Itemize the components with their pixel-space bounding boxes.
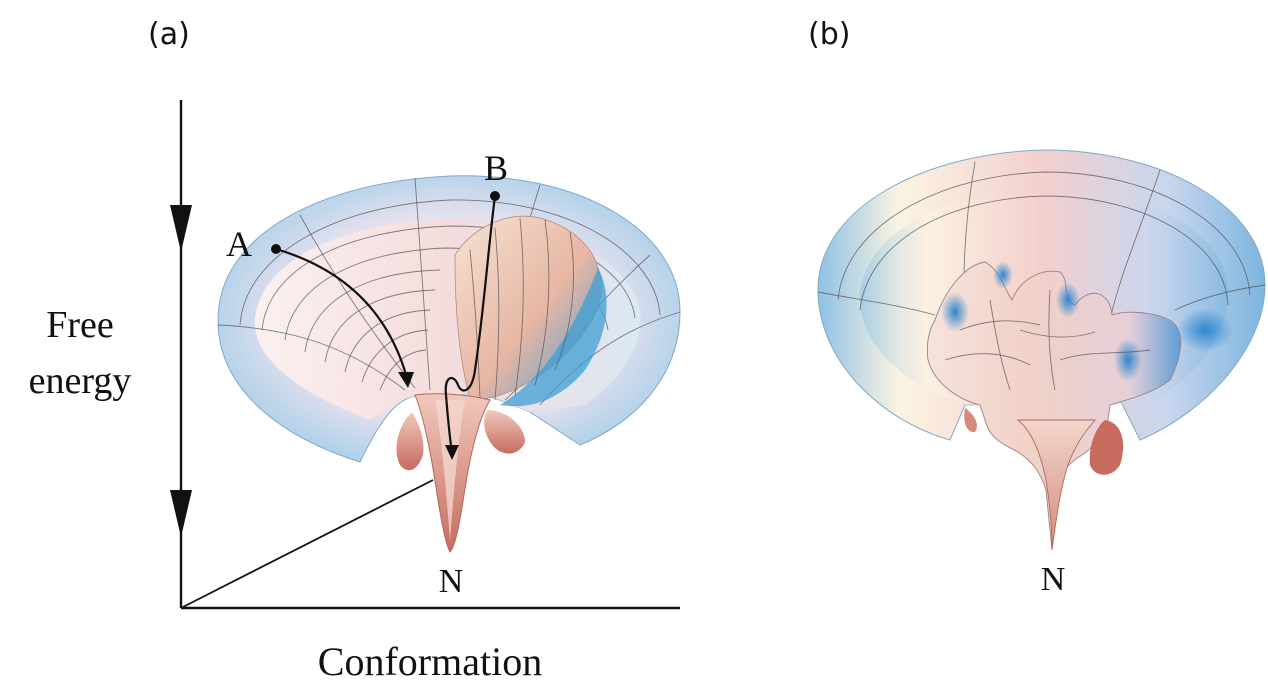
panel-b: (b) [808, 17, 1266, 598]
path-b-arrowhead-icon [445, 445, 459, 460]
point-n-label-a: N [439, 563, 464, 600]
point-a-marker [271, 244, 281, 254]
folding-path-b [444, 195, 497, 453]
funnel-a-left-lobe [396, 412, 424, 471]
y-axis-label-line1: Free [46, 304, 114, 346]
funnel-b-tip [1016, 419, 1096, 551]
point-a-label: A [226, 224, 252, 264]
funnel-a-right-lobe [484, 410, 525, 454]
panel-a: (a) Free energy Conformation [29, 17, 681, 683]
point-n-label-b: N [1041, 561, 1066, 598]
path-a-arrowhead-icon [398, 372, 414, 388]
ridge-grid [469, 217, 574, 401]
arrowhead-upper-icon [170, 205, 192, 252]
point-b-label: B [484, 148, 508, 188]
funnel-a-blue-shade [500, 268, 607, 407]
funnel-b-left-lobe [964, 408, 977, 433]
funnel-b-rugged-grid [944, 289, 1151, 391]
panel-a-label: (a) [148, 17, 190, 52]
folding-path-a [275, 247, 409, 379]
funnel-a [217, 175, 681, 553]
funnel-b-blue-spot-3 [1056, 282, 1080, 318]
axes [170, 100, 680, 610]
y-axis-label-line2: energy [29, 360, 132, 402]
depth-axis-line [180, 479, 434, 609]
point-b-marker [490, 191, 500, 201]
panel-b-label: (b) [808, 17, 850, 52]
funnel-b-blue-spot-5 [1177, 308, 1233, 352]
x-axis-label: Conformation [318, 639, 542, 683]
funnel-b-grid [817, 161, 1266, 321]
funnel-b-blue-spot-1 [941, 292, 969, 332]
funnel-b-rugged-surface [926, 261, 1182, 551]
funnel-b-right-lobe [1089, 420, 1124, 475]
arrowhead-lower-icon [170, 490, 192, 537]
funnel-b-blue-spot-4 [1114, 338, 1142, 382]
funnel-b [817, 149, 1266, 551]
funnel-b-blue-spot-2 [993, 261, 1013, 289]
